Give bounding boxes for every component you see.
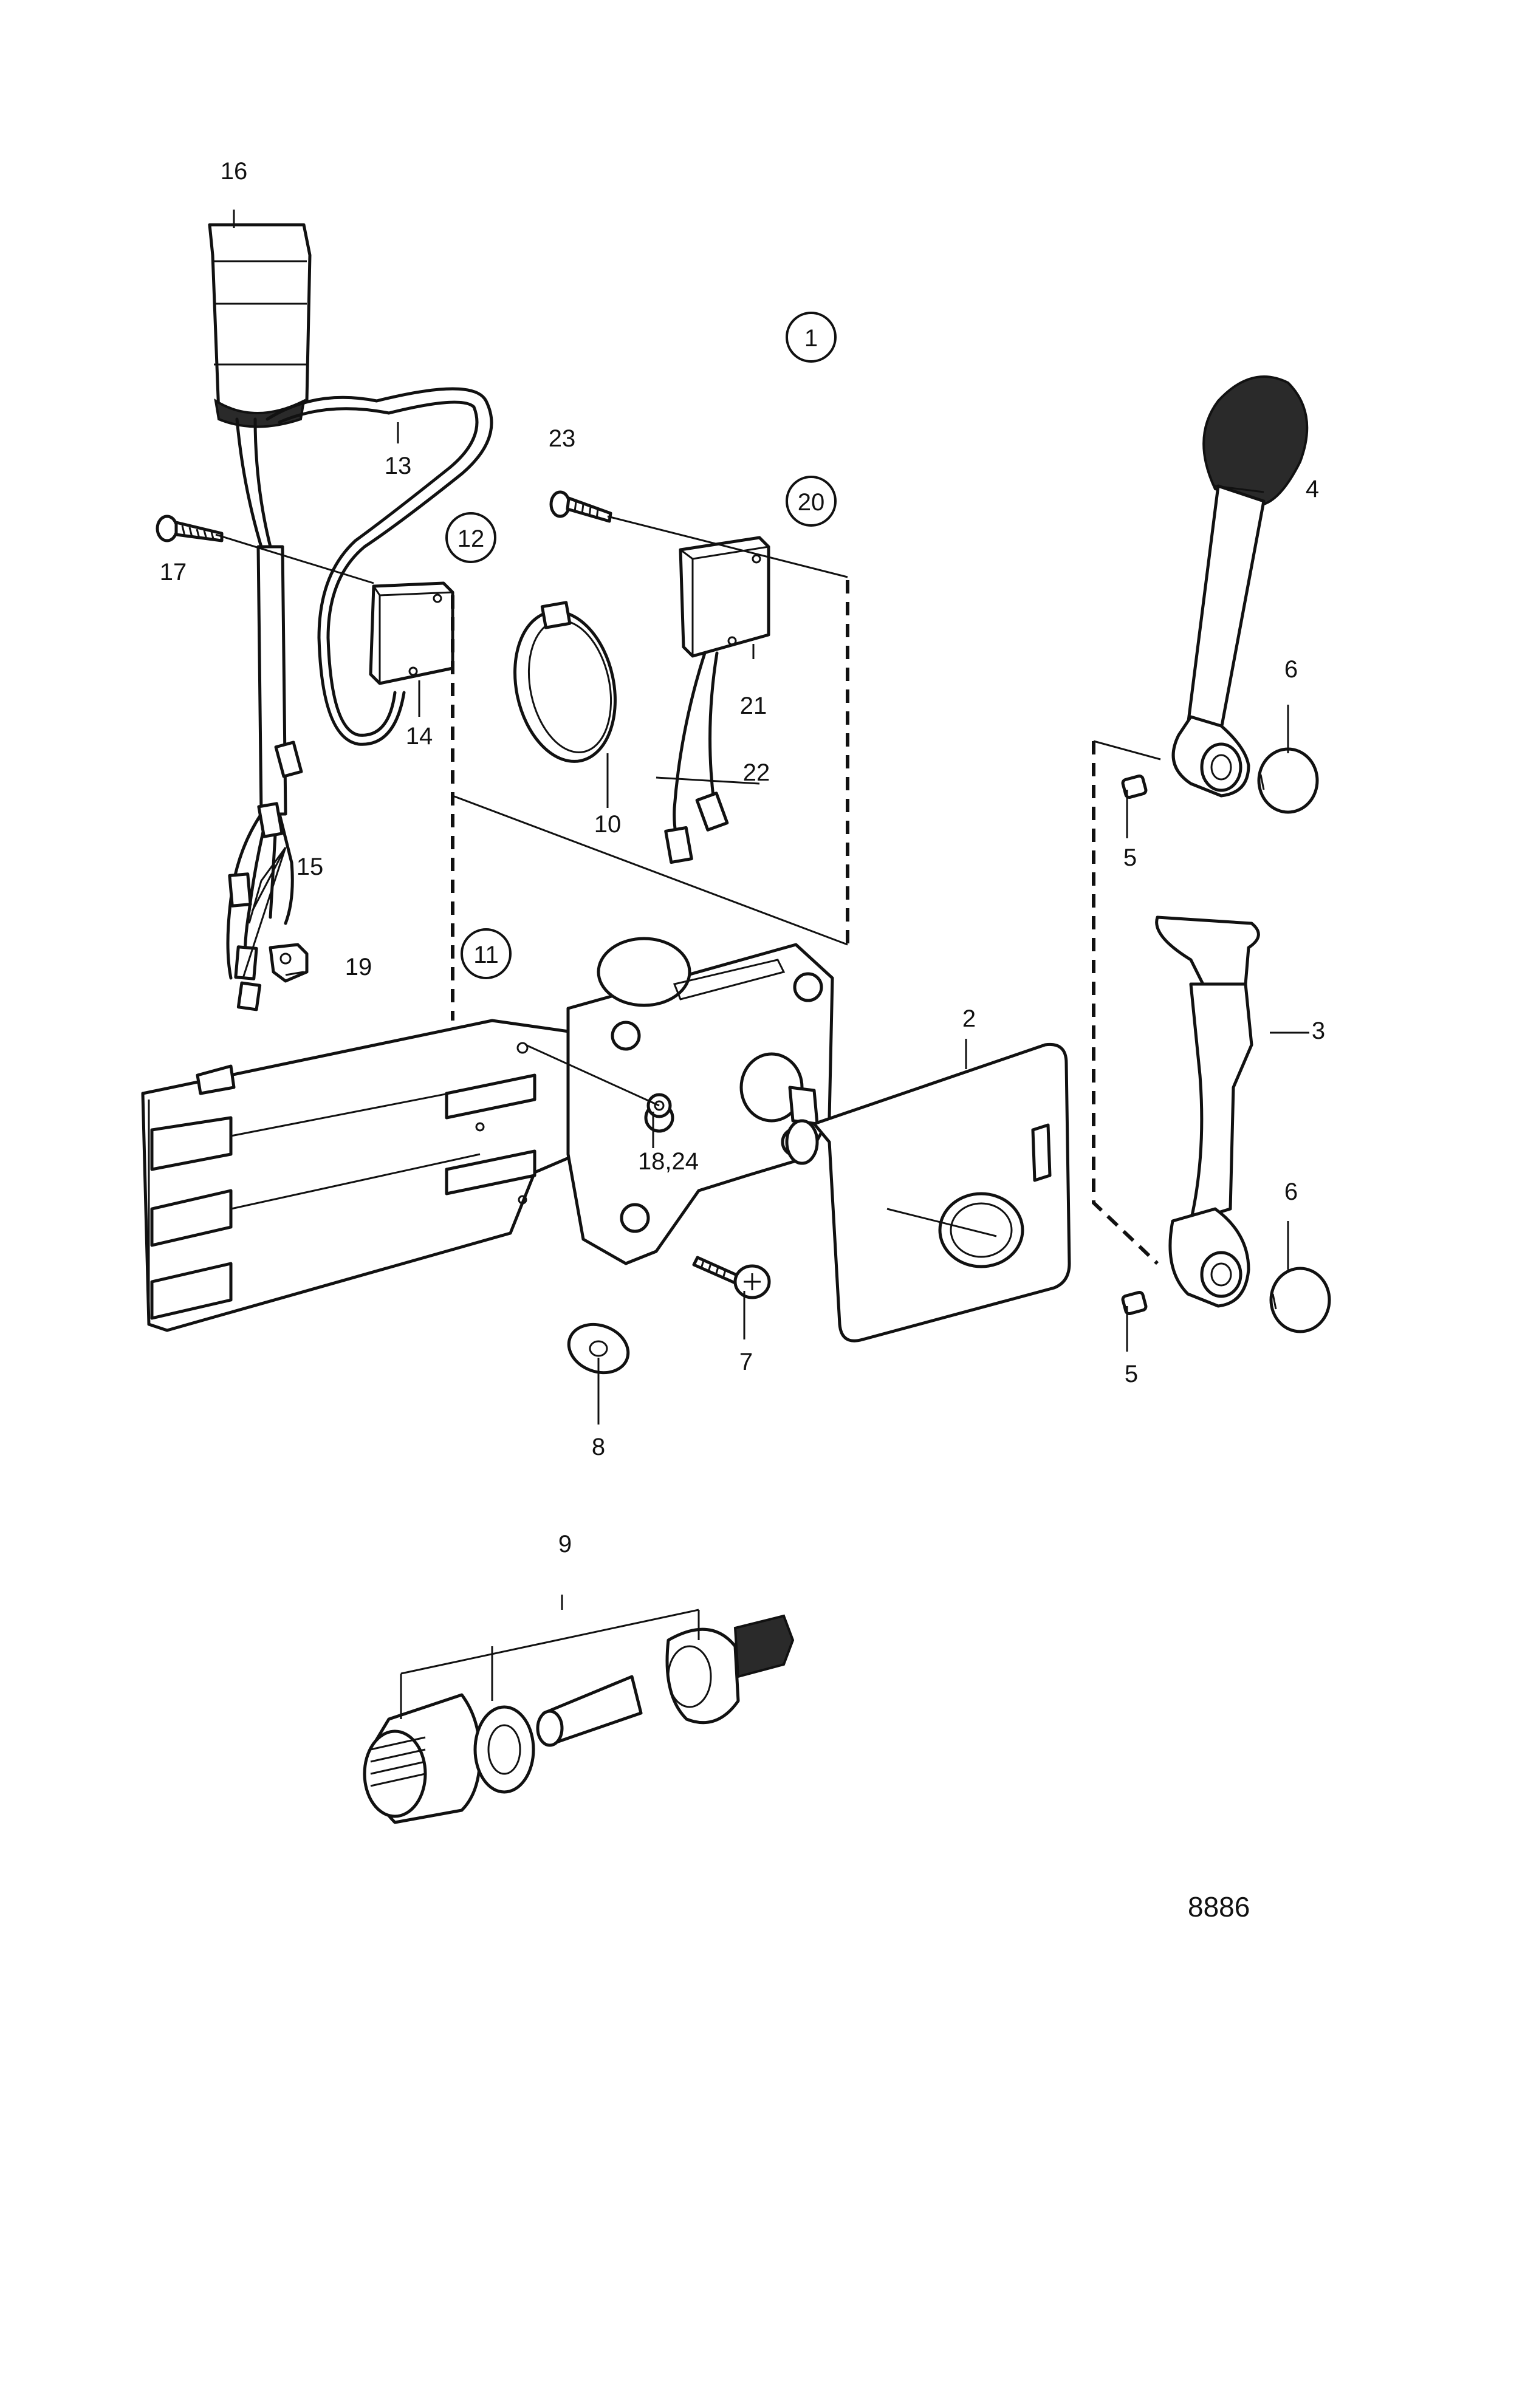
callout-23: 23	[549, 425, 576, 452]
part-11-mounting-bracket	[141, 1019, 579, 1332]
callout-6a: 6	[1284, 656, 1298, 683]
callout-labels: 16 1 13 23 20 12 4 17 21 14 6 22 10 5 15…	[160, 158, 1325, 1558]
control-box-housing	[566, 937, 834, 1265]
callout-10: 10	[594, 811, 622, 838]
callout-4: 4	[1306, 476, 1319, 502]
part-22-wire-leads	[664, 651, 729, 864]
part-23-screw	[549, 490, 612, 523]
callout-circle-11	[461, 928, 512, 979]
part-3-lever	[1155, 915, 1260, 1308]
callout-21: 21	[740, 693, 767, 719]
callout-2: 2	[962, 1005, 976, 1032]
callout-9: 9	[558, 1531, 572, 1558]
callout-22: 22	[743, 759, 770, 786]
callout-5a: 5	[1123, 844, 1137, 871]
callout-circle-1	[786, 312, 837, 363]
part-5-set-screw-upper	[1121, 774, 1148, 799]
callout-13: 13	[385, 453, 412, 479]
part-19-clip	[269, 943, 309, 983]
part-7-screw	[692, 1256, 771, 1299]
callout-17: 17	[160, 559, 187, 586]
part-21-switch	[679, 536, 770, 658]
part-17-screw	[156, 515, 224, 542]
callout-20: 20	[798, 489, 825, 516]
part-9-switch-assembly	[363, 1614, 795, 1824]
callout-7: 7	[739, 1349, 753, 1375]
part-6-cap-lower	[1269, 1267, 1331, 1333]
callout-11: 11	[473, 942, 499, 968]
part-15-wire-harness	[226, 417, 303, 1011]
callout-14: 14	[406, 723, 433, 750]
callout-18-24: 18,24	[638, 1148, 699, 1175]
part-14-switch	[369, 581, 454, 685]
callout-8: 8	[592, 1434, 605, 1460]
callout-12: 12	[458, 525, 485, 552]
callout-19: 19	[345, 954, 372, 980]
part-2-cover-plate	[812, 1042, 1071, 1343]
callout-3: 3	[1312, 1018, 1325, 1044]
callout-circle-12	[445, 512, 496, 563]
part-13-wire-loop	[266, 387, 493, 746]
figure-number: 8886	[1188, 1891, 1250, 1923]
callout-16: 16	[221, 158, 248, 185]
part-6-cap-upper	[1257, 747, 1319, 814]
part-10-hose-clamp	[513, 601, 617, 763]
part-8-washer	[567, 1322, 630, 1375]
part-5-set-screw-lower	[1121, 1290, 1148, 1316]
part-4-lever	[1171, 375, 1309, 798]
callout-15: 15	[296, 853, 324, 880]
callout-1: 1	[804, 325, 818, 352]
part-16-connector-plug	[208, 223, 312, 428]
callout-circles	[445, 312, 837, 979]
callout-6b: 6	[1284, 1178, 1298, 1205]
callout-5b: 5	[1125, 1361, 1138, 1387]
leader-lines	[215, 210, 1309, 1719]
callout-circle-20	[786, 476, 837, 527]
